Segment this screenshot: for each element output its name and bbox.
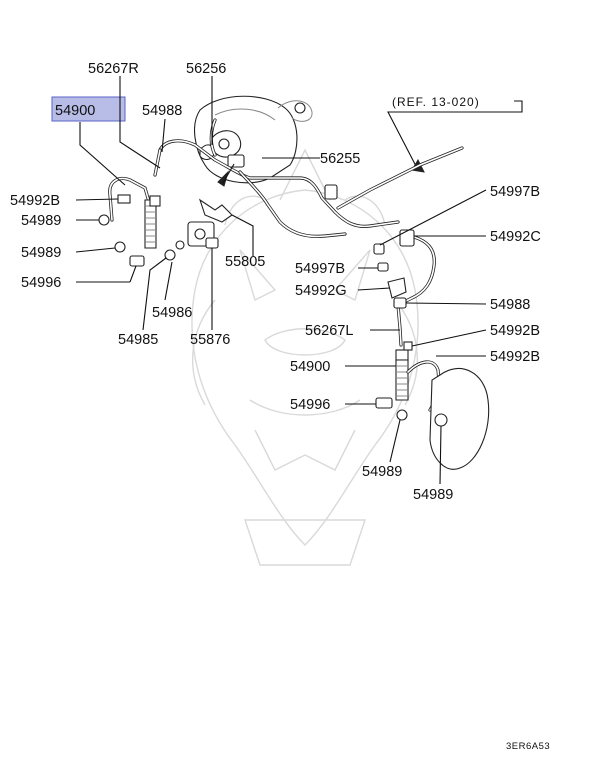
left-brake-hose — [98, 176, 161, 267]
part-label-54996-right: 54996 — [290, 397, 330, 413]
part-label-54985: 54985 — [118, 332, 158, 348]
part-label-54900-top: 54900 — [55, 103, 95, 119]
part-label-54992g: 54992G — [295, 283, 347, 299]
part-label-54992b-right-a: 54992B — [490, 323, 540, 339]
part-label-54988-top: 54988 — [142, 103, 182, 119]
part-label-56256: 56256 — [186, 61, 226, 77]
right-brake-hose — [375, 359, 442, 421]
part-label-54986: 54986 — [152, 305, 192, 321]
figure-code: 3ER6A53 — [506, 741, 550, 752]
part-label-54992c: 54992C — [490, 229, 541, 245]
leader-lines — [75, 76, 487, 485]
part-label-56267l: 56267L — [305, 323, 353, 339]
part-label-54989-left-a: 54989 — [21, 213, 61, 229]
part-label-56255: 56255 — [320, 151, 360, 167]
part-label-54989-left-b: 54989 — [21, 245, 61, 261]
part-label-54989-right-a: 54989 — [362, 464, 402, 480]
brake-lines — [153, 118, 464, 347]
part-label-54997b-right-a: 54997B — [490, 184, 540, 200]
part-label-54992b-right-b: 54992B — [490, 349, 540, 365]
part-label-54997b-right-b: 54997B — [295, 261, 345, 277]
part-label-54989-right-b: 54989 — [413, 487, 453, 503]
part-label-55805: 55805 — [225, 254, 265, 270]
part-label-54996-left: 54996 — [21, 275, 61, 291]
reference-arrow — [387, 100, 523, 173]
reference-label: (REF. 13-020) — [392, 95, 480, 109]
part-label-54988-right: 54988 — [490, 297, 530, 313]
proportioning-valve — [164, 163, 235, 261]
part-label-54992b-left: 54992B — [10, 193, 60, 209]
brake-disc — [429, 368, 490, 470]
part-label-56267r: 56267R — [88, 61, 139, 77]
highlight-box — [51, 96, 126, 122]
part-labels: 56267R 56256 54900 54988 56255 54992B 54… — [10, 61, 541, 503]
part-label-54900-right: 54900 — [290, 359, 330, 375]
part-label-55876: 55876 — [190, 332, 230, 348]
